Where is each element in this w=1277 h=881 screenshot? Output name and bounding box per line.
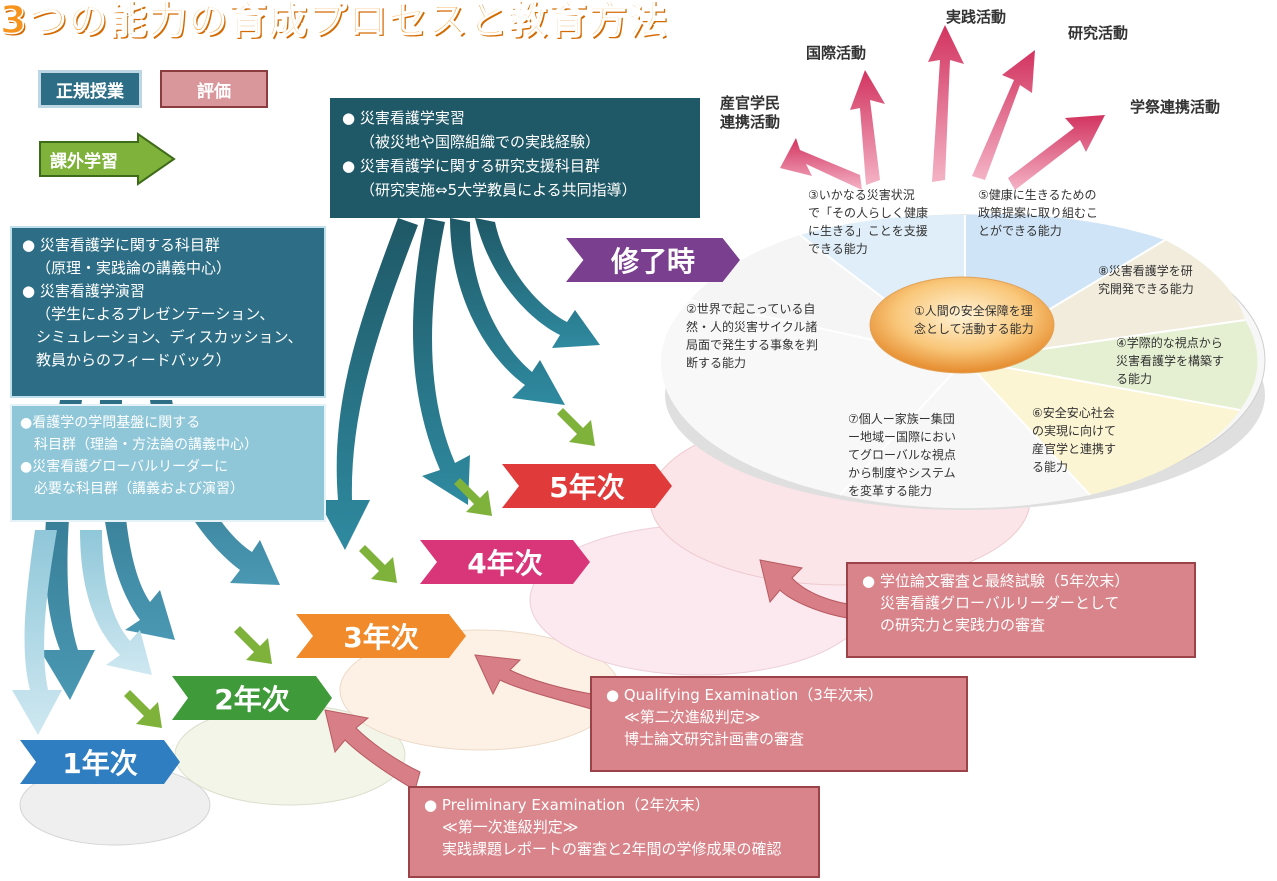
competency-7-line5: を変革する能力: [848, 484, 933, 498]
competency-4-line3: る能力: [1116, 372, 1153, 386]
competency-4: ④学際的な視点から 災害看護学を構築す る能力: [1116, 334, 1224, 388]
green-arrows: [124, 408, 595, 728]
year-2-label: 2年次: [172, 676, 332, 720]
activity-practice: 実践活動: [946, 8, 1007, 26]
competency-2-line3: 局面で発生する事象を判: [686, 338, 819, 352]
pink-eval-arrows: [324, 559, 863, 791]
coursework-line-1: ● 災害看護学に関する科目群: [22, 236, 220, 254]
coursework-line-6: 教員からのフィードバック）: [36, 351, 231, 369]
year-5-label: 5年次: [502, 464, 672, 508]
final-exam-box: ● 学位論文審査と最終試験（5年次末） 災害看護グローバルリーダーとして の研究…: [846, 562, 1196, 658]
competency-2: ②世界で起こっている自 然・人的災害サイクル諸 局面で発生する事象を判 断する能…: [686, 300, 818, 372]
activity-industry: 産官学民 連携活動: [720, 94, 780, 132]
foundation-line-1: ●看護学の学問基盤に関する: [20, 415, 201, 431]
practicum-line-2: （被災地や国際組織での実践経験）: [360, 133, 601, 151]
foundation-line-2: 科目群（理論・方法論の講義中心）: [34, 437, 258, 453]
preliminary-exam-box: ● Preliminary Examination（2年次末） ≪第一次進級判定…: [408, 786, 820, 878]
foundation-line-3: ●災害看護グローバルリーダーに: [20, 459, 229, 475]
competency-3: ③いかなる災害状況 で「その人らしく健康 に生きる」ことを支援 できる能力: [808, 186, 928, 258]
competency-6-line1: ⑥安全安心社会: [1032, 406, 1115, 420]
activity-industry-line2: 連携活動: [720, 113, 781, 131]
preliminary-exam-line-1: ● Preliminary Examination（2年次末）: [424, 796, 710, 814]
teal-arrows-top: [318, 218, 600, 550]
activity-international: 国際活動: [806, 44, 867, 62]
foundation-line-4: 必要な科目群（講義および演習）: [34, 481, 244, 497]
qualifying-exam-line-1: ● Qualifying Examination（3年次末）: [606, 686, 883, 704]
competency-7-line3: てグローバルな視点: [848, 448, 956, 462]
competency-1-line2: 念として活動する能力: [914, 322, 1034, 336]
coursework-line-2: （原理・実践論の講義中心）: [36, 259, 232, 277]
competency-3-line1: ③いかなる災害状況: [808, 188, 915, 202]
practicum-line-3: ● 災害看護学に関する研究支援科目群: [342, 157, 600, 175]
activity-research: 研究活動: [1068, 24, 1129, 42]
coursework-line-3: ● 災害看護学演習: [22, 282, 145, 300]
competency-4-line2: 災害看護学を構築す: [1116, 354, 1225, 368]
competency-5-line2: 政策提案に取り組むこ: [978, 206, 1099, 220]
competency-7-line2: ー地域ー国際におい: [848, 430, 957, 444]
year-4-label: 4年次: [420, 540, 590, 584]
competency-7-line4: から制度やシステム: [848, 466, 956, 480]
competency-8: ⑧災害看護学を研 究開発できる能力: [1098, 262, 1194, 298]
qualifying-exam-line-2: ≪第二次進級判定≫: [624, 708, 761, 726]
coursework-line-4: （学生によるプレゼンテーション、: [36, 305, 275, 323]
completion-label: 修了時: [566, 238, 740, 282]
competency-5-line3: とができる能力: [978, 224, 1062, 238]
competency-8-line2: 究開発できる能力: [1098, 282, 1194, 296]
competency-5-line1: ⑤健康に生きるための: [978, 188, 1097, 202]
year-1-label: 1年次: [20, 740, 180, 784]
competency-3-line4: できる能力: [808, 242, 868, 256]
activity-arrows: [780, 25, 1105, 190]
legend-extracurricular-arrow: [39, 132, 176, 186]
activity-industry-line1: 産官学民: [720, 94, 781, 112]
competency-6-line4: る能力: [1032, 460, 1069, 474]
legend-regular-class: 正規授業: [38, 70, 142, 108]
foundation-box: ●看護学の学問基盤に関する 科目群（理論・方法論の講義中心） ●災害看護グローバ…: [10, 404, 326, 522]
lightteal-arrows: [12, 530, 152, 735]
final-exam-line-1: ● 学位論文審査と最終試験（5年次末）: [862, 572, 1130, 590]
competency-8-line1: ⑧災害看護学を研: [1098, 264, 1193, 278]
competency-4-line1: ④学際的な視点から: [1116, 336, 1223, 350]
legend-evaluation: 評価: [160, 70, 268, 108]
legend-extracurricular: 課外学習: [50, 151, 118, 172]
competency-5: ⑤健康に生きるための 政策提案に取り組むこ とができる能力: [978, 186, 1098, 240]
competency-6-line3: 産官学と連携す: [1032, 442, 1117, 456]
competency-1: ①人間の安全保障を理 念として活動する能力: [914, 302, 1034, 338]
competency-7-line1: ⑦個人ー家族ー集団: [848, 412, 955, 426]
competency-3-line2: で「その人らしく健康: [808, 206, 929, 220]
competency-2-line4: 断する能力: [686, 356, 747, 370]
page-title: 3つの能力の育成プロセスと教育方法: [0, 0, 669, 42]
competency-2-line2: 然・人的災害サイクル諸: [686, 320, 818, 334]
final-exam-line-3: の研究力と実践力の審査: [880, 616, 1046, 634]
competency-7: ⑦個人ー家族ー集団 ー地域ー国際におい てグローバルな視点 から制度やシステム …: [848, 410, 956, 500]
practicum-line-1: ● 災害看護学実習: [342, 109, 465, 127]
coursework-box: ● 災害看護学に関する科目群 （原理・実践論の講義中心） ● 災害看護学演習 （…: [10, 226, 326, 398]
activity-academic: 学祭連携活動: [1130, 98, 1221, 116]
competency-6: ⑥安全安心社会 の実現に向けて 産官学と連携す る能力: [1032, 404, 1116, 476]
year-3-label: 3年次: [296, 614, 466, 658]
qualifying-exam-line-3: 博士論文研究計画書の審査: [624, 730, 805, 748]
competency-3-line3: に生きる」ことを支援: [808, 224, 928, 238]
competency-wheel: [660, 214, 1266, 510]
preliminary-exam-line-2: ≪第一次進級判定≫: [442, 818, 579, 836]
practicum-line-4: （研究実施⇔5大学教員による共同指導）: [360, 181, 637, 199]
final-exam-line-2: 災害看護グローバルリーダーとして: [880, 594, 1120, 612]
qualifying-exam-box: ● Qualifying Examination（3年次末） ≪第二次進級判定≫…: [590, 676, 968, 772]
preliminary-exam-line-3: 実践課題レポートの審査と2年間の学修成果の確認: [442, 840, 782, 858]
competency-1-line1: ①人間の安全保障を理: [914, 304, 1033, 318]
practicum-box: ● 災害看護学実習 （被災地や国際組織での実践経験） ● 災害看護学に関する研究…: [330, 98, 700, 218]
competency-2-line1: ②世界で起こっている自: [686, 302, 816, 316]
competency-6-line2: の実現に向けて: [1032, 424, 1117, 438]
coursework-line-5: シミュレーション、ディスカッション、: [36, 328, 303, 346]
